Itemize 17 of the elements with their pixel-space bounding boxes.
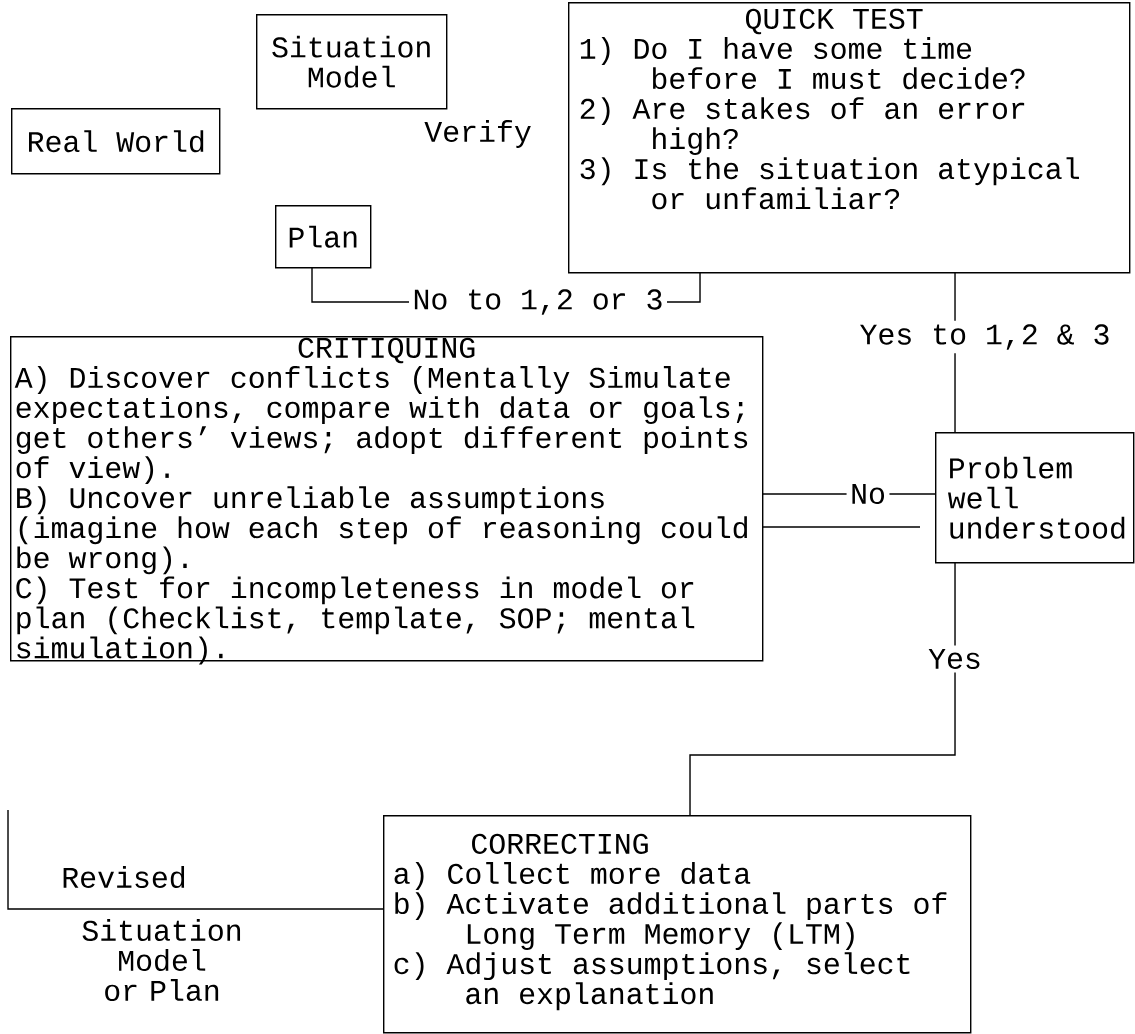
connector-line: [761, 526, 921, 528]
text-label: Revised: [63, 866, 185, 888]
process-box: Real World: [11, 108, 221, 175]
edge-label: Yes to 1,2 & 3: [856, 320, 1114, 354]
process-box: CRITIQUING A) Discover conflicts (Mentally Simulate expectations, compare with data or goals; get others’ views; adopt different points of view). B) Uncover unreliable assumptions (imagine how each step of reasoning could be wrong). C) Test for incompleteness in model or plan (Checklist, template, SOP; mental simulation).: [10, 336, 764, 665]
process-box: Situation Model: [256, 14, 448, 110]
edge-label: No to 1,2 or 3: [409, 285, 667, 319]
connector-line: [7, 809, 384, 910]
connector-line: [689, 561, 956, 816]
edge-label: No: [846, 480, 890, 508]
text-label: Situation Model or Plan: [82, 919, 241, 1002]
process-box: CORRECTING a) Collect more data b) Activate additional parts of Long Term Memory (LTM) c) Adjust assumptions, select an explanation: [383, 815, 972, 1034]
decision-box: Problem well understood: [935, 432, 1135, 564]
process-box: Plan: [275, 205, 372, 269]
edge-label: Yes: [924, 645, 986, 673]
text-label: Verify: [424, 120, 531, 148]
process-box: QUICK TEST 1) Do I have some time before I must decide? 2) Are stakes of an error high? 3) Is the situation atypical or unfamiliar?: [568, 2, 1131, 274]
